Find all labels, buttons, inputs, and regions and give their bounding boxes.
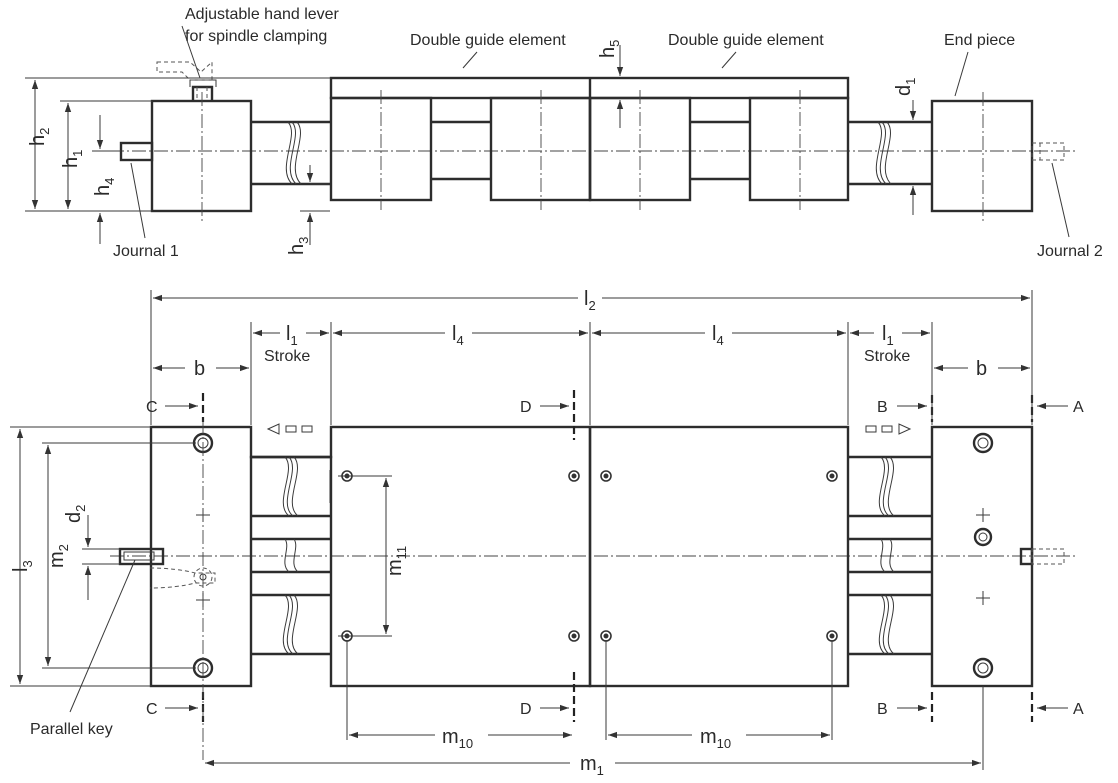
svg-text:m2: m2 bbox=[46, 544, 71, 568]
plan-view bbox=[10, 290, 1075, 770]
section-b-bottom: B bbox=[877, 701, 888, 718]
spindle-section-left bbox=[251, 455, 331, 656]
end-piece bbox=[930, 99, 1034, 213]
spindle-left bbox=[251, 120, 330, 186]
dim-l1-right: l1 bbox=[882, 323, 894, 348]
dim-l1-left: l1 bbox=[286, 323, 298, 348]
stroke-label-left: Stroke bbox=[264, 348, 310, 365]
spindle-section-right bbox=[848, 455, 932, 656]
dim-m1: m1 bbox=[580, 753, 604, 778]
section-d-top: D bbox=[520, 399, 532, 416]
lever-label-line1: Adjustable hand lever bbox=[185, 6, 340, 23]
stroke-label-right: Stroke bbox=[864, 348, 910, 365]
journal1-label: Journal 1 bbox=[113, 243, 179, 260]
section-a-bottom: A bbox=[1073, 701, 1084, 718]
dim-h3: h3 bbox=[286, 237, 311, 255]
dim-h4: h4 bbox=[92, 178, 117, 196]
section-d-bottom: D bbox=[520, 701, 532, 718]
dim-d2: d2 bbox=[63, 505, 88, 523]
dim-b-left: b bbox=[194, 358, 205, 380]
guide-label-right: Double guide element bbox=[668, 32, 824, 49]
parallel-key bbox=[118, 547, 165, 566]
svg-text:d1: d1 bbox=[893, 78, 918, 96]
svg-text:h5: h5 bbox=[597, 40, 622, 58]
dim-d1: d1 bbox=[893, 78, 918, 96]
guide-label-left: Double guide element bbox=[410, 32, 566, 49]
section-c-top: C bbox=[146, 399, 158, 416]
dim-m2: m2 bbox=[46, 544, 71, 568]
journal1-housing bbox=[150, 99, 253, 213]
svg-text:h1: h1 bbox=[60, 150, 85, 168]
guide-element-right-plan bbox=[588, 425, 850, 688]
side-view bbox=[25, 25, 1075, 245]
journal1-shaft bbox=[119, 141, 154, 162]
hand-lever bbox=[156, 60, 217, 101]
dim-h1: h1 bbox=[60, 150, 85, 168]
svg-text:l3: l3 bbox=[10, 560, 35, 572]
dim-l4-left: l4 bbox=[452, 323, 464, 348]
end-piece-label: End piece bbox=[944, 32, 1015, 49]
svg-text:d2: d2 bbox=[63, 505, 88, 523]
section-b-top: B bbox=[877, 399, 888, 416]
journal1-housing-plan bbox=[149, 425, 253, 688]
guide-element-left-plan bbox=[329, 425, 592, 688]
dim-h5: h5 bbox=[597, 40, 622, 58]
guide-block-4 bbox=[748, 96, 850, 202]
dim-m10-right: m10 bbox=[700, 726, 731, 751]
guide-block-2 bbox=[489, 96, 592, 202]
dim-l3: l3 bbox=[10, 560, 35, 572]
journal2-label: Journal 2 bbox=[1037, 243, 1103, 260]
dim-m10-left: m10 bbox=[442, 726, 473, 751]
svg-text:h2: h2 bbox=[27, 128, 52, 146]
dim-m11: m11 bbox=[384, 546, 409, 576]
dim-b-right: b bbox=[976, 358, 987, 380]
lever-label-line2: for spindle clamping bbox=[185, 28, 327, 45]
svg-text:h3: h3 bbox=[286, 237, 311, 255]
dim-l4-right: l4 bbox=[712, 323, 724, 348]
dim-h2: h2 bbox=[27, 128, 52, 146]
dim-l2: l2 bbox=[584, 288, 596, 313]
end-piece-plan bbox=[930, 425, 1034, 688]
svg-text:m11: m11 bbox=[384, 546, 409, 576]
parallel-key-label: Parallel key bbox=[30, 721, 113, 738]
section-c-bottom: C bbox=[146, 701, 158, 718]
section-a-top: A bbox=[1073, 399, 1084, 416]
svg-text:h4: h4 bbox=[92, 178, 117, 196]
journal2-shaft bbox=[1031, 142, 1065, 161]
spindle-right bbox=[848, 120, 932, 186]
